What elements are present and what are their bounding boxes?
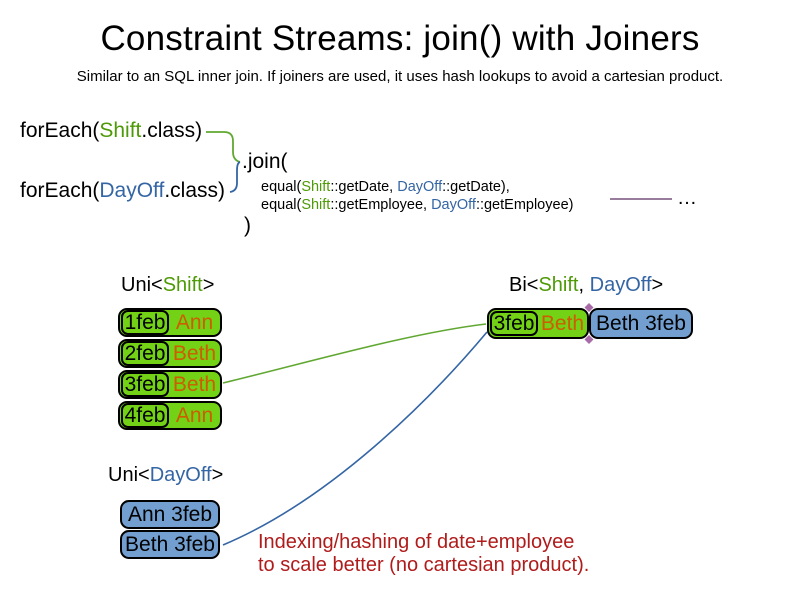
dayoff-type-token: DayOff <box>149 464 212 486</box>
code-text: equal( <box>261 179 302 195</box>
shift-class-token: Shift <box>301 197 331 213</box>
shift-row-2feb-beth: 2feb Beth <box>118 339 222 368</box>
shift-date-cell: 2feb <box>121 341 169 366</box>
code-text: ::getDate), <box>442 179 510 195</box>
shift-employee-cell: Beth <box>540 311 585 335</box>
shift-row-3feb-beth: 3feb Beth <box>118 370 222 399</box>
annotation-line-1: Indexing/hashing of date+employee <box>258 531 575 553</box>
shift-employee-cell: Beth <box>172 372 217 396</box>
dayoff-cell: Ann 3feb <box>127 502 213 526</box>
shift-type-token: Shift <box>162 274 203 296</box>
code-text: ::getDate, <box>330 179 398 195</box>
annotation-line-2: to scale better (no cartesian product). <box>258 554 590 576</box>
shift-employee-cell: Ann <box>175 403 214 427</box>
shift-class-token: Shift <box>301 179 331 195</box>
code-join-open: .join( <box>242 150 288 173</box>
code-foreach-dayoff: forEach(DayOff.class) <box>20 179 225 203</box>
label-text: Bi< <box>509 274 539 296</box>
code-text: ::getEmployee) <box>475 197 574 213</box>
dayoff-class-token: DayOff <box>397 179 443 195</box>
dayoff-cell: Beth 3feb <box>125 532 215 556</box>
shift-date-cell: 4feb <box>121 403 169 428</box>
code-joiner-equal-employee: equal(Shift::getEmployee, DayOff::getEmp… <box>261 197 573 213</box>
code-joiner-equal-date: equal(Shift::getDate, DayOff::getDate), <box>261 179 510 195</box>
dayoff-cell: Beth 3feb <box>596 311 686 335</box>
shift-employee-cell: Beth <box>172 341 217 365</box>
code-text: forEach( <box>20 179 100 202</box>
shift-row-4feb-ann: 4feb Ann <box>118 401 222 430</box>
dayoff-row-to-bi-connector <box>222 331 488 546</box>
bi-label: Bi<Shift, DayOff> <box>509 274 663 297</box>
dayoff-row-beth-3feb: Beth 3feb <box>120 530 220 559</box>
page-title: Constraint Streams: join() with Joiners <box>100 19 700 58</box>
shift-date-cell: 3feb <box>121 372 169 397</box>
code-text: equal( <box>261 197 302 213</box>
code-text: .class) <box>164 179 226 202</box>
label-text: > <box>202 274 215 296</box>
bi-result-dayoff-part: Beth 3feb <box>589 308 693 339</box>
label-text: , <box>578 274 590 296</box>
dayoff-type-token: DayOff <box>589 274 652 296</box>
shift-date-cell: 1feb <box>121 310 169 335</box>
shift-employee-cell: Ann <box>175 310 214 334</box>
shift-type-token: Shift <box>538 274 579 296</box>
bi-result-shift-part: 3feb Beth <box>487 308 589 339</box>
label-text: Uni< <box>108 464 150 486</box>
shift-date-cell: 3feb <box>490 311 538 336</box>
label-text: > <box>651 274 664 296</box>
code-text: .class) <box>141 119 203 142</box>
label-text: Uni< <box>121 274 163 296</box>
shift-class-token: Shift <box>99 119 142 142</box>
code-foreach-shift: forEach(Shift.class) <box>20 119 202 143</box>
code-join-close: ) <box>244 214 251 237</box>
dayoff-row-ann-3feb: Ann 3feb <box>120 500 220 529</box>
label-text: > <box>211 464 224 486</box>
dayoff-class-token: DayOff <box>99 179 165 202</box>
shift-row-1feb-ann: 1feb Ann <box>118 308 222 337</box>
uni-dayoff-label: Uni<DayOff> <box>108 464 223 487</box>
uni-shift-label: Uni<Shift> <box>121 274 214 297</box>
brace-shift-to-join-connector <box>206 131 241 163</box>
indexing-annotation: Indexing/hashing of date+employee to sca… <box>258 531 589 577</box>
dayoff-class-token: DayOff <box>431 197 476 213</box>
code-text: ::getEmployee, <box>330 197 432 213</box>
more-joiners-ellipsis: … <box>677 187 698 209</box>
shift-row-to-bi-connector <box>222 323 487 384</box>
code-text: forEach( <box>20 119 100 142</box>
page-subtitle: Similar to an SQL inner join. If joiners… <box>76 68 724 85</box>
brace-dayoff-to-join-connector <box>229 161 241 193</box>
